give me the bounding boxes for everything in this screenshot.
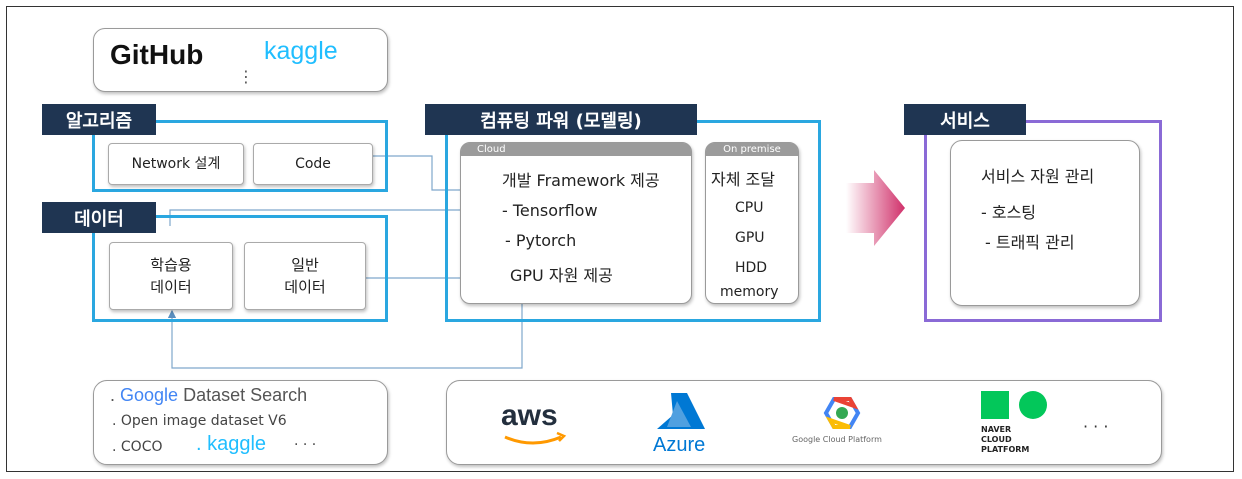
figure-frame <box>6 6 1234 472</box>
azure-icon <box>657 393 705 429</box>
general-data-line1: 일반 <box>291 256 319 274</box>
naver-line3: PLATFORM <box>981 445 1030 454</box>
open-image-dataset: . Open image dataset V6 <box>112 413 287 429</box>
cloud-providers-box: aws Azure Google Cloud Platform NAVER CL… <box>446 380 1162 465</box>
code-card: Code <box>253 143 373 185</box>
gcp-hexagon-icon <box>823 397 861 429</box>
on-premise-self-procure: 자체 조달 <box>711 170 775 189</box>
on-premise-gpu: GPU <box>735 230 765 246</box>
cloud-item-pytorch: - Pytorch <box>505 231 577 250</box>
on-premise-label: On premise <box>706 143 798 156</box>
service-hosting: - 호스팅 <box>981 203 1037 222</box>
more-vertical-icon: ⋮ <box>238 67 254 86</box>
naver-cloud-logo: NAVER CLOUD PLATFORM <box>979 389 1059 461</box>
cloud-item-tensorflow: - Tensorflow <box>502 201 598 220</box>
gcp-logo-text: Google Cloud Platform <box>792 435 882 444</box>
network-design-card: Network 설계 <box>108 143 244 185</box>
on-premise-cpu: CPU <box>735 200 764 216</box>
naver-line1: NAVER <box>981 425 1012 434</box>
aws-smile-icon <box>504 431 567 445</box>
on-premise-memory: memory <box>720 284 779 300</box>
data-to-computing-line <box>169 205 478 226</box>
on-premise-hdd: HDD <box>735 260 768 276</box>
data-tag: 데이터 <box>42 202 156 233</box>
service-traffic-management: - 트래픽 관리 <box>985 233 1075 252</box>
cloud-label: Cloud <box>461 143 691 156</box>
training-data-card: 학습용 데이터 <box>109 242 233 310</box>
algorithm-section <box>92 120 388 192</box>
training-data-line1: 학습용 <box>150 256 192 274</box>
training-data-line2: 데이터 <box>150 278 192 296</box>
dataset-search-text: Dataset Search <box>178 385 308 405</box>
algorithm-tag: 알고리즘 <box>42 104 156 135</box>
datasets-box: . Google Dataset Search . Open image dat… <box>93 380 388 465</box>
cloud-box <box>460 142 692 304</box>
general-data-card: 일반 데이터 <box>244 242 366 310</box>
service-inner-box <box>950 140 1140 306</box>
computing-tag: 컴퓨팅 파워 (모델링) <box>425 104 697 135</box>
aws-logo-text: aws <box>501 399 558 432</box>
gcp-logo: Google Cloud Platform <box>792 395 902 455</box>
azure-logo: Azure <box>647 389 717 459</box>
cloud-item-framework: 개발 Framework 제공 <box>502 171 660 190</box>
aws-logo: aws <box>499 399 579 449</box>
google-logo-text: Google <box>120 385 179 405</box>
coco-dataset: . COCO <box>112 439 163 455</box>
cloud-item-gpu: GPU 자원 제공 <box>510 266 613 285</box>
azure-logo-text: Azure <box>653 434 706 456</box>
service-section <box>924 120 1162 322</box>
on-premise-box <box>705 142 799 304</box>
service-tag: 서비스 <box>904 104 1026 135</box>
general-data-line2: 데이터 <box>284 278 326 296</box>
data-section <box>92 215 388 322</box>
kaggle-logo-text: kaggle <box>264 37 338 65</box>
naver-cloud-icon <box>981 391 1047 419</box>
more-datasets-icon: · · · <box>294 437 317 453</box>
service-resource-management: 서비스 자원 관리 <box>981 167 1095 186</box>
more-providers-icon: · · · <box>1083 417 1109 436</box>
kaggle-dataset: . kaggle <box>196 433 267 455</box>
naver-line2: CLOUD <box>981 435 1012 444</box>
code-to-computing-line <box>373 155 472 195</box>
big-arrow <box>846 170 905 246</box>
google-dataset-search: . Google Dataset Search <box>110 385 308 405</box>
code-sources-box: GitHub kaggle ⋮ <box>93 28 388 92</box>
github-logo-text: GitHub <box>110 39 204 70</box>
feedback-line <box>167 304 523 369</box>
